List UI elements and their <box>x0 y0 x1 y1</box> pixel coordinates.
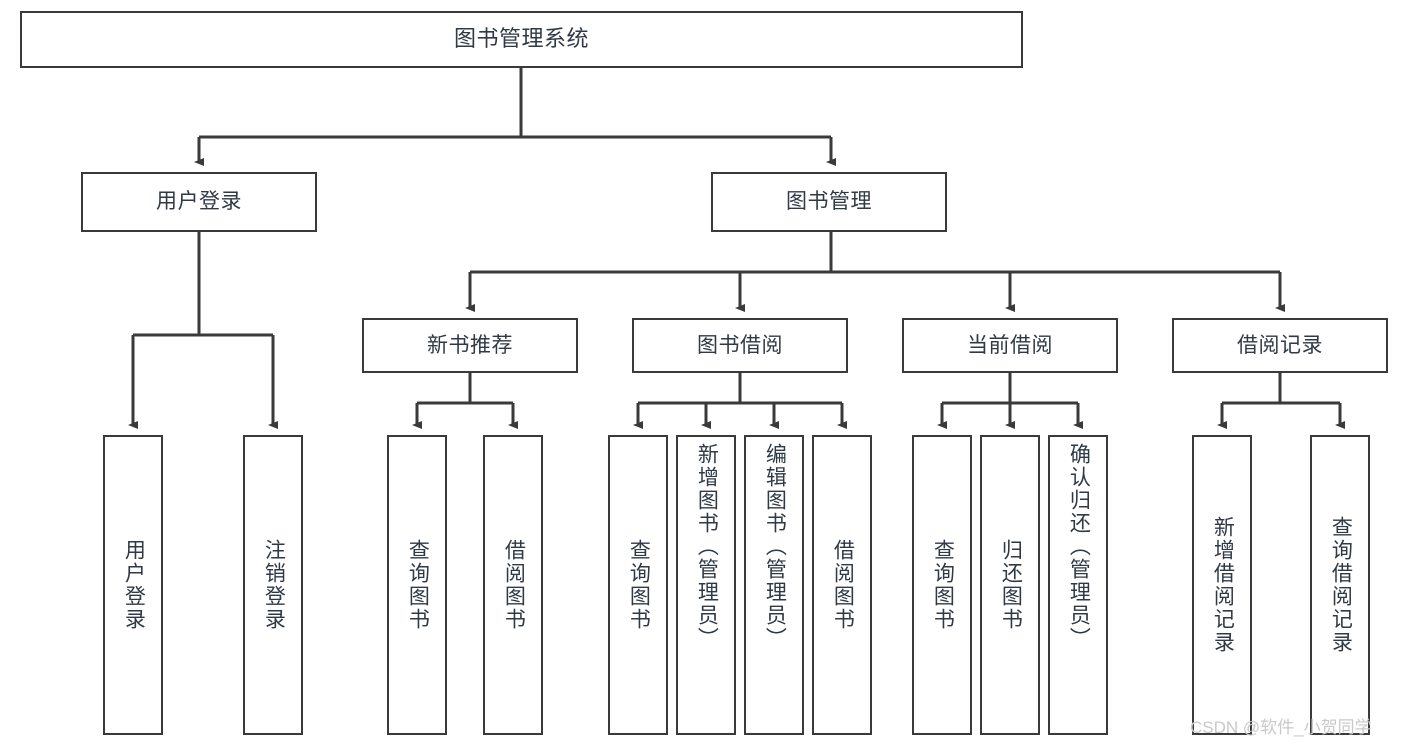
leaf-user-login[interactable]: 用户登录 <box>103 435 163 735</box>
node-label: 新增图书（管理员） <box>695 443 719 650</box>
leaf-borrow-add-book-admin[interactable]: 新增图书（管理员） <box>676 435 736 735</box>
node-borrowing-records[interactable]: 借阅记录 <box>1172 318 1388 373</box>
node-new-book-recommendation[interactable]: 新书推荐 <box>362 318 578 373</box>
node-label: 注销登录 <box>262 539 286 631</box>
node-label: 查询图书 <box>406 539 430 631</box>
leaf-new-book-borrow-book[interactable]: 借阅图书 <box>483 435 543 735</box>
leaf-borrow-query-book[interactable]: 查询图书 <box>608 435 668 735</box>
node-label: 用户登录 <box>122 539 146 631</box>
leaf-logout[interactable]: 注销登录 <box>243 435 303 735</box>
node-label: 当前借阅 <box>967 333 1053 357</box>
node-root-book-management-system[interactable]: 图书管理系统 <box>20 11 1023 68</box>
leaf-current-confirm-return-admin[interactable]: 确认归还（管理员） <box>1048 435 1108 735</box>
node-label: 借阅图书 <box>502 539 526 631</box>
node-label: 图书管理系统 <box>453 26 589 52</box>
node-label: 编辑图书（管理员） <box>763 443 787 650</box>
node-label: 图书借阅 <box>697 333 783 357</box>
leaf-record-query-record[interactable]: 查询借阅记录 <box>1310 435 1370 735</box>
node-current-borrowing[interactable]: 当前借阅 <box>902 318 1118 373</box>
leaf-new-book-query-book[interactable]: 查询图书 <box>387 435 447 735</box>
node-book-management[interactable]: 图书管理 <box>711 172 947 232</box>
node-label: 借阅图书 <box>831 539 855 631</box>
node-label: 借阅记录 <box>1237 333 1323 357</box>
leaf-current-return-book[interactable]: 归还图书 <box>980 435 1040 735</box>
leaf-record-add-record[interactable]: 新增借阅记录 <box>1192 435 1252 735</box>
node-label: 查询图书 <box>627 539 651 631</box>
node-user-login[interactable]: 用户登录 <box>81 172 317 232</box>
node-label: 查询借阅记录 <box>1329 516 1353 654</box>
node-label: 归还图书 <box>999 539 1023 631</box>
watermark: CSDN @软件_小贺同学 <box>1190 718 1372 737</box>
leaf-borrow-edit-book-admin[interactable]: 编辑图书（管理员） <box>744 435 804 735</box>
node-label: 新书推荐 <box>427 333 513 357</box>
node-label: 确认归还（管理员） <box>1067 443 1091 650</box>
node-book-borrowing[interactable]: 图书借阅 <box>632 318 848 373</box>
node-label: 新增借阅记录 <box>1211 516 1235 654</box>
node-label: 用户登录 <box>156 190 242 214</box>
node-label: 图书管理 <box>786 190 872 214</box>
node-label: 查询图书 <box>931 539 955 631</box>
leaf-borrow-borrow-book[interactable]: 借阅图书 <box>812 435 872 735</box>
leaf-current-query-book[interactable]: 查询图书 <box>912 435 972 735</box>
